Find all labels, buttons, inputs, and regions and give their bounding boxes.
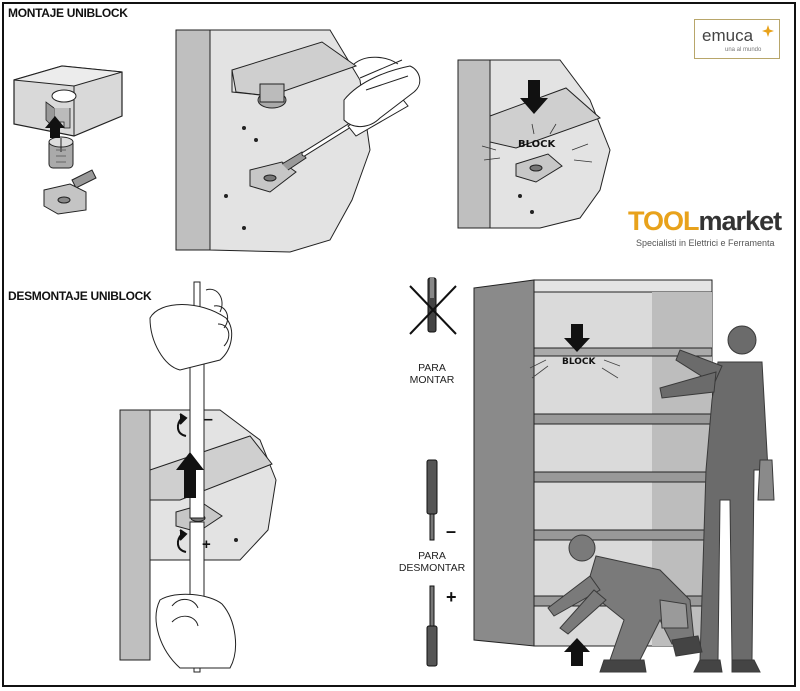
block-label-top: BLOCK: [518, 139, 556, 150]
shelf-down-arrow-icon: [564, 324, 590, 352]
screwdriver-assemble-icon: [426, 585, 438, 667]
rotate-clockwise-icon: [176, 529, 188, 553]
toolmarket-logo: TOOLmarket Specialisti in Elettrici e Fe…: [628, 206, 782, 248]
block-illustration: [457, 59, 611, 229]
plus-sign: +: [446, 587, 457, 607]
to-disassemble-label: PARA DESMONTAR: [398, 550, 466, 574]
rotate-counterclockwise-icon: [176, 413, 188, 437]
screwing-illustration: [175, 29, 421, 253]
emuca-star-icon: [762, 25, 774, 37]
minus-sign: –: [446, 521, 457, 541]
shelf-up-arrow-icon: [564, 638, 590, 666]
up-arrow-icon: [45, 116, 65, 138]
assembly-heading: MONTAJE UNIBLOCK: [8, 6, 128, 20]
down-arrow-icon: [520, 80, 548, 114]
to-assemble-label: PARA MONTAR: [409, 362, 455, 386]
block-label-shelf: BLOCK: [562, 357, 596, 367]
crossed-screwdriver-icon: [409, 277, 457, 335]
screwdriver-disassemble-icon: [426, 459, 438, 541]
emuca-logo: emuca una al mundo: [694, 19, 780, 59]
plus-sign: +: [202, 536, 211, 553]
kneeling-worker-figure: [547, 534, 703, 673]
up-arrow-icon: [176, 452, 204, 498]
disassembly-illustration: [119, 281, 277, 673]
disassembly-heading: DESMONTAJE UNIBLOCK: [8, 289, 152, 303]
fitting-parts-illustration: [13, 65, 123, 215]
minus-sign: –: [204, 411, 213, 428]
standing-worker-figure: [659, 325, 775, 673]
